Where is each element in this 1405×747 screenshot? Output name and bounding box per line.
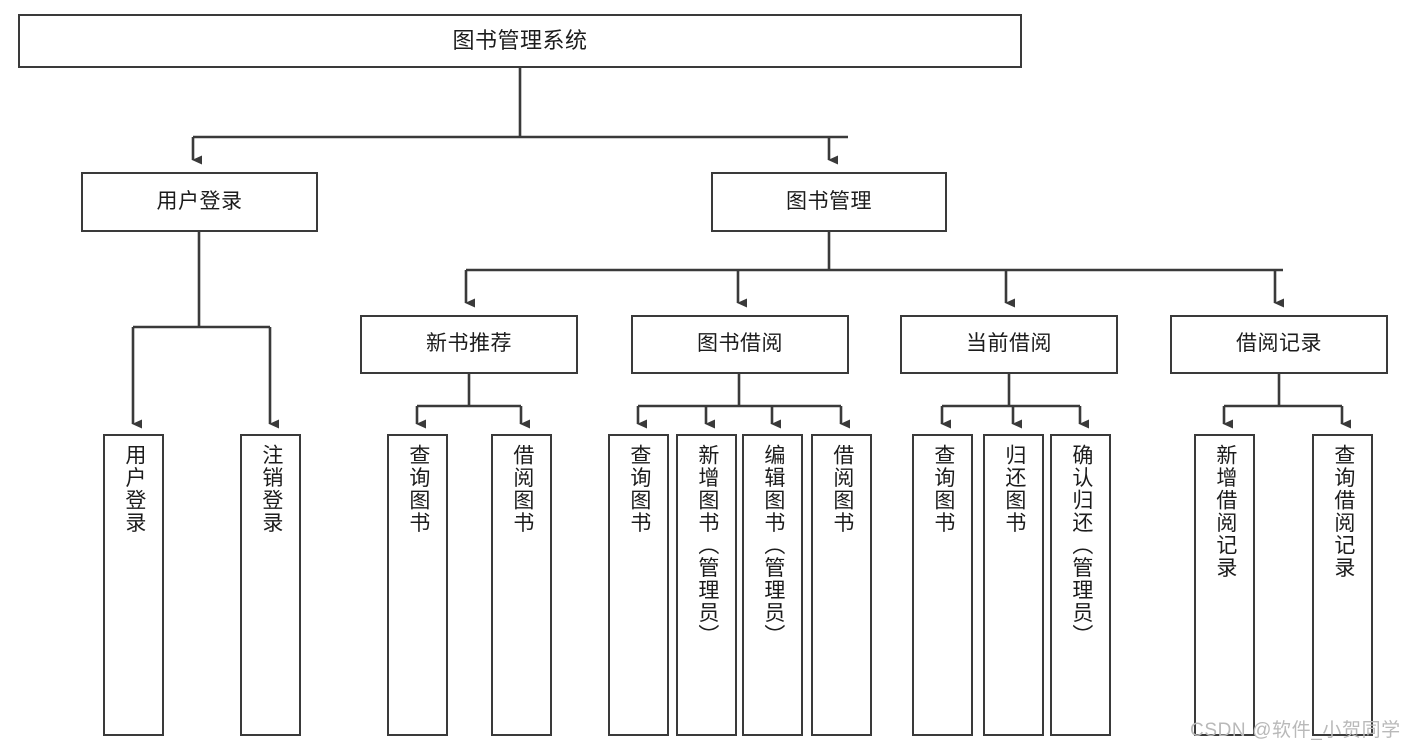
node-borrow-record[interactable]: 借阅记录 bbox=[1170, 315, 1388, 374]
node-label: 用户登录 bbox=[156, 189, 243, 213]
node-label: 归还图书 bbox=[1002, 444, 1026, 534]
leaf-return-book[interactable]: 归还图书 bbox=[983, 434, 1044, 736]
leaf-confirm-return-admin[interactable]: 确认归还（管理员） bbox=[1050, 434, 1111, 736]
node-label: 新增图书（管理员） bbox=[695, 444, 719, 647]
node-label: 编辑图书（管理员） bbox=[761, 444, 785, 647]
node-book-borrow[interactable]: 图书借阅 bbox=[631, 315, 849, 374]
node-root-book-management-system[interactable]: 图书管理系统 bbox=[18, 14, 1022, 68]
node-book-management[interactable]: 图书管理 bbox=[711, 172, 947, 232]
node-label: 确认归还（管理员） bbox=[1069, 444, 1093, 647]
leaf-edit-book-admin[interactable]: 编辑图书（管理员） bbox=[742, 434, 803, 736]
leaf-logout-login[interactable]: 注销登录 bbox=[240, 434, 301, 736]
leaf-borrow-book-new-book-group[interactable]: 借阅图书 bbox=[491, 434, 552, 736]
node-label: 图书借阅 bbox=[697, 332, 783, 356]
node-label: 查询借阅记录 bbox=[1331, 444, 1355, 579]
leaf-add-borrow-record[interactable]: 新增借阅记录 bbox=[1194, 434, 1255, 736]
node-label: 图书管理系统 bbox=[452, 28, 588, 54]
leaf-user-login[interactable]: 用户登录 bbox=[103, 434, 164, 736]
node-label: 借阅图书 bbox=[510, 444, 534, 534]
node-label: 注销登录 bbox=[259, 444, 283, 534]
node-new-book-recommendation[interactable]: 新书推荐 bbox=[360, 315, 578, 374]
node-label: 图书管理 bbox=[786, 189, 872, 213]
node-label: 新书推荐 bbox=[426, 332, 512, 356]
leaf-add-book-admin[interactable]: 新增图书（管理员） bbox=[676, 434, 737, 736]
node-label: 查询图书 bbox=[627, 444, 651, 534]
csdn-watermark: CSDN @软件_小贺同学 bbox=[1190, 720, 1401, 741]
leaf-query-borrow-record[interactable]: 查询借阅记录 bbox=[1312, 434, 1373, 736]
node-label: 当前借阅 bbox=[966, 332, 1052, 356]
leaf-borrow-book-borrow-group[interactable]: 借阅图书 bbox=[811, 434, 872, 736]
node-current-borrow[interactable]: 当前借阅 bbox=[900, 315, 1118, 374]
node-user-login[interactable]: 用户登录 bbox=[81, 172, 318, 232]
node-label: 查询图书 bbox=[931, 444, 955, 534]
node-label: 新增借阅记录 bbox=[1213, 444, 1237, 579]
node-label: 借阅图书 bbox=[830, 444, 854, 534]
leaf-query-book-new-book-group[interactable]: 查询图书 bbox=[387, 434, 448, 736]
node-label: 查询图书 bbox=[406, 444, 430, 534]
leaf-query-book-borrow-group[interactable]: 查询图书 bbox=[608, 434, 669, 736]
node-label: 借阅记录 bbox=[1236, 332, 1322, 356]
node-label: 用户登录 bbox=[122, 444, 146, 534]
leaf-query-book-current-borrow-group[interactable]: 查询图书 bbox=[912, 434, 973, 736]
